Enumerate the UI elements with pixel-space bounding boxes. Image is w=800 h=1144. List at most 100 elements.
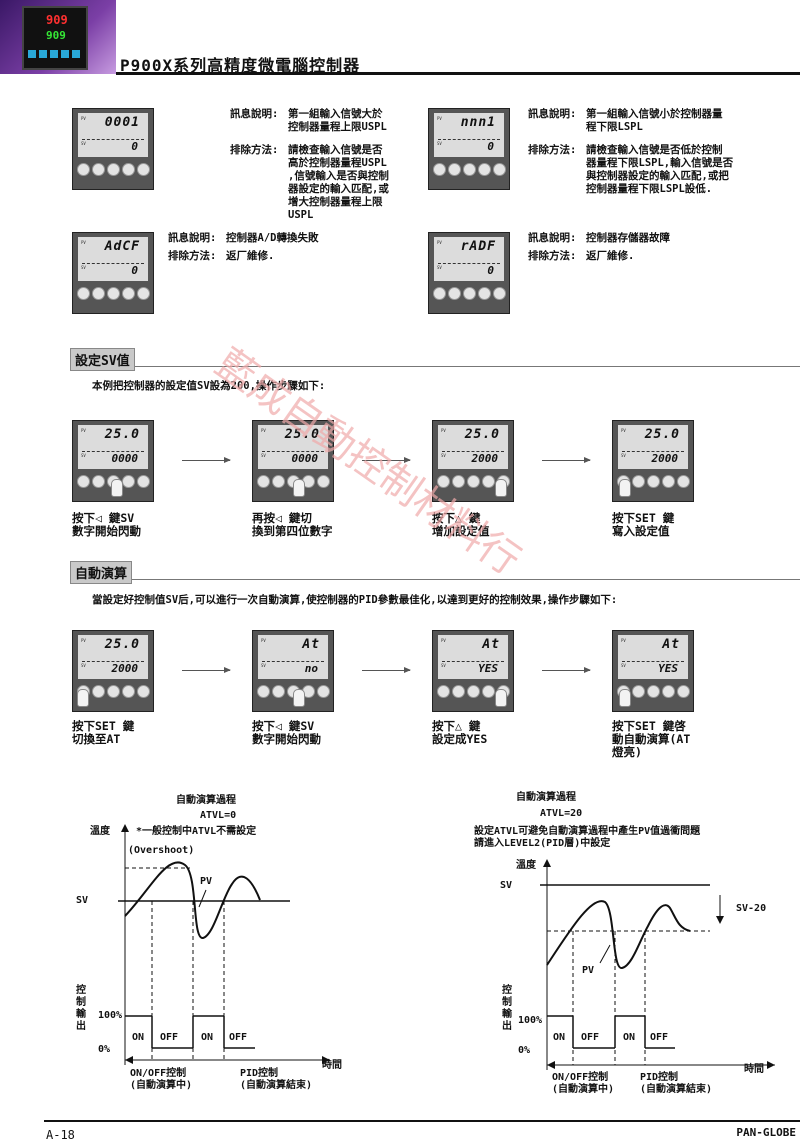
- am-key-icon[interactable]: [272, 685, 285, 698]
- left-key-icon[interactable]: [463, 163, 476, 176]
- am-key-icon[interactable]: [92, 475, 105, 488]
- step-caption: 按下SET 鍵 切換至AT: [72, 719, 135, 746]
- down-key-icon[interactable]: [122, 287, 135, 300]
- step-caption: 按下△ 鍵 設定成YES: [432, 719, 488, 746]
- down-key-icon[interactable]: [662, 685, 675, 698]
- down-key-icon[interactable]: [122, 475, 135, 488]
- up-key-icon[interactable]: [137, 163, 150, 176]
- set-key-icon[interactable]: [433, 287, 446, 300]
- down-key-icon[interactable]: [122, 685, 135, 698]
- am-key-icon[interactable]: [448, 163, 461, 176]
- up-key-icon[interactable]: [677, 475, 690, 488]
- panel-keys: [433, 287, 506, 300]
- set-key-icon[interactable]: [257, 685, 270, 698]
- graph-left-pv-curve: [124, 861, 261, 939]
- down-key-icon[interactable]: [482, 685, 495, 698]
- graph-left-state-0: ON: [132, 1032, 145, 1043]
- finger-icon: [619, 689, 631, 707]
- graph-right-onoff: ON/OFF控制 (自動演算中): [552, 1072, 615, 1095]
- up-key-icon[interactable]: [137, 287, 150, 300]
- graph-right-state-3: OFF: [650, 1032, 669, 1043]
- section-at-title: 自動演算: [70, 561, 133, 584]
- down-key-icon[interactable]: [122, 163, 135, 176]
- set-key-icon[interactable]: [77, 163, 90, 176]
- am-key-icon[interactable]: [448, 287, 461, 300]
- am-key-icon[interactable]: [452, 685, 465, 698]
- graph-right-svg: [540, 859, 775, 1070]
- left-key-icon[interactable]: [467, 685, 480, 698]
- am-key-icon[interactable]: [92, 163, 105, 176]
- pv-tag: PV: [81, 428, 86, 433]
- error-info: 控制器存儲器故障: [586, 232, 670, 244]
- error-fix: 請檢查輸入信號是否低於控制 器量程下限LSPL,輸入信號是否 與控制器設定的輸入…: [586, 144, 734, 195]
- panel-sv-value: 2000: [111, 662, 139, 675]
- graph-right-yarrow: [543, 859, 551, 867]
- up-key-icon[interactable]: [493, 163, 506, 176]
- graph-left-pv-label: PV: [200, 876, 213, 887]
- left-key-icon[interactable]: [647, 685, 660, 698]
- up-key-icon[interactable]: [137, 685, 150, 698]
- sv-tag: SV: [81, 453, 86, 458]
- down-key-icon[interactable]: [478, 287, 491, 300]
- set-key-icon[interactable]: [437, 685, 450, 698]
- set-key-icon[interactable]: [433, 163, 446, 176]
- up-key-icon[interactable]: [317, 685, 330, 698]
- am-key-icon[interactable]: [272, 475, 285, 488]
- graph-right-atvl: ATVL=20: [540, 808, 583, 819]
- down-key-icon[interactable]: [482, 475, 495, 488]
- set-key-icon[interactable]: [77, 475, 90, 488]
- down-key-icon[interactable]: [478, 163, 491, 176]
- step-caption: 按下SET 鍵啓 動自動演算(AT 燈亮): [612, 719, 691, 759]
- error-fix: 返厂維修.: [226, 250, 275, 262]
- am-key-icon[interactable]: [92, 685, 105, 698]
- section-sv-header: 設定SV值: [70, 348, 800, 371]
- up-key-icon[interactable]: [317, 475, 330, 488]
- up-key-icon[interactable]: [493, 287, 506, 300]
- graph-right-pv-pointer: [599, 944, 611, 964]
- graph-right-pv-curve: [546, 900, 691, 969]
- left-key-icon[interactable]: [467, 475, 480, 488]
- error-fix: 返厂維修.: [586, 250, 635, 262]
- panel-sv-value: 0: [131, 264, 138, 277]
- am-key-icon[interactable]: [452, 475, 465, 488]
- am-key-icon[interactable]: [632, 685, 645, 698]
- panel-pv-value: 25.0: [284, 427, 320, 442]
- step-arrow-icon: [542, 457, 591, 463]
- set-key-icon[interactable]: [437, 475, 450, 488]
- down-key-icon[interactable]: [662, 475, 675, 488]
- left-key-icon[interactable]: [463, 287, 476, 300]
- step-arrow-icon: [182, 457, 231, 463]
- error-fix-label: 排除方法:: [230, 144, 279, 156]
- panel-divider: [442, 451, 504, 452]
- left-key-icon[interactable]: [107, 685, 120, 698]
- left-key-icon[interactable]: [107, 287, 120, 300]
- graph-right-0: 0%: [518, 1045, 531, 1056]
- pv-tag: PV: [261, 638, 266, 643]
- pv-tag: PV: [437, 240, 442, 245]
- am-key-icon[interactable]: [632, 475, 645, 488]
- header-device-photo: 909 909: [0, 0, 116, 74]
- error-info-label: 訊息說明:: [528, 108, 577, 120]
- graph-right-note: 設定ATVL可避免自動演算過程中產生PV值過衝問題 請進入LEVEL2(PID層…: [474, 826, 701, 849]
- panel-sv-value: YES: [658, 662, 678, 675]
- sv-tag: SV: [261, 453, 266, 458]
- sv-tag: SV: [81, 141, 86, 146]
- error-fix-label: 排除方法:: [528, 144, 577, 156]
- up-key-icon[interactable]: [677, 685, 690, 698]
- finger-icon: [293, 689, 305, 707]
- up-key-icon[interactable]: [137, 475, 150, 488]
- set-key-icon[interactable]: [77, 287, 90, 300]
- set-key-icon[interactable]: [257, 475, 270, 488]
- am-key-icon[interactable]: [92, 287, 105, 300]
- graph-right-time: 時間: [744, 1064, 764, 1075]
- footer-brand: PAN-GLOBE: [736, 1126, 796, 1139]
- graph-left-output-label: 控 制 輸 出: [76, 985, 86, 1032]
- left-key-icon[interactable]: [107, 163, 120, 176]
- left-key-icon[interactable]: [647, 475, 660, 488]
